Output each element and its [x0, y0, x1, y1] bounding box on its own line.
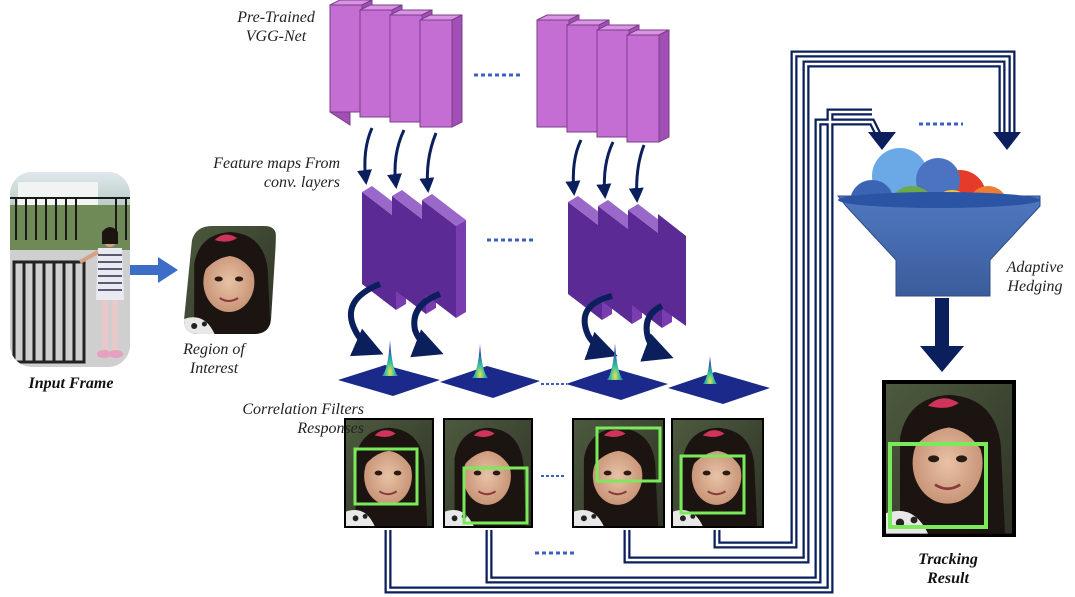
roi-label-line1: Region of: [183, 341, 245, 358]
corr-label-line2: Responses: [297, 420, 364, 437]
adaptive-hedging-label: Adaptive Hedging: [996, 258, 1074, 296]
vgg-net-label-line2: VGG-Net: [245, 28, 307, 45]
ellipsis-dots: [474, 73, 963, 555]
vgg-net-label-line1: Pre-Trained: [237, 9, 315, 26]
input-frame-image: [10, 172, 130, 367]
vgg-net-label: Pre-Trained VGG-Net: [228, 8, 324, 46]
tracking-result-image: [882, 380, 1016, 537]
response-thumb-3: [572, 418, 665, 528]
connector-lines: [384, 50, 1016, 594]
region-of-interest-label: Region of Interest: [166, 340, 262, 378]
correlation-response-maps: [338, 340, 770, 404]
result-label-line1: Tracking: [918, 551, 978, 568]
tracking-result-label: Tracking Result: [898, 550, 998, 588]
result-label-line2: Result: [927, 570, 969, 587]
feature-maps-label: Feature maps From conv. layers: [196, 154, 340, 192]
adaptive-hedging-bowl: [836, 148, 1041, 297]
correlation-filters-label: Correlation Filters Responses: [212, 400, 364, 438]
roi-label-line2: Interest: [189, 360, 239, 377]
region-of-interest-image: [184, 226, 277, 334]
hedging-label-line2: Hedging: [1007, 278, 1063, 295]
vgg-to-feature-arrows: [357, 127, 646, 203]
corr-label-line1: Correlation Filters: [242, 401, 364, 418]
hedging-to-result-arrow: [920, 298, 964, 372]
feature-maps-label-line1: Feature maps From: [213, 155, 340, 172]
feature-maps-label-line2: conv. layers: [263, 174, 340, 191]
vgg-net-layers: [329, 0, 670, 143]
response-thumb-1: [344, 418, 434, 528]
feature-maps: [362, 186, 686, 328]
response-thumb-2: [443, 418, 533, 528]
response-thumb-4: [671, 418, 764, 528]
input-to-roi-arrow: [130, 257, 178, 283]
hedging-label-line1: Adaptive: [1006, 259, 1064, 276]
input-frame-label: Input Frame: [28, 375, 114, 392]
feature-to-response-arrows: [348, 281, 674, 362]
connector-arrowheads: [868, 132, 1021, 150]
